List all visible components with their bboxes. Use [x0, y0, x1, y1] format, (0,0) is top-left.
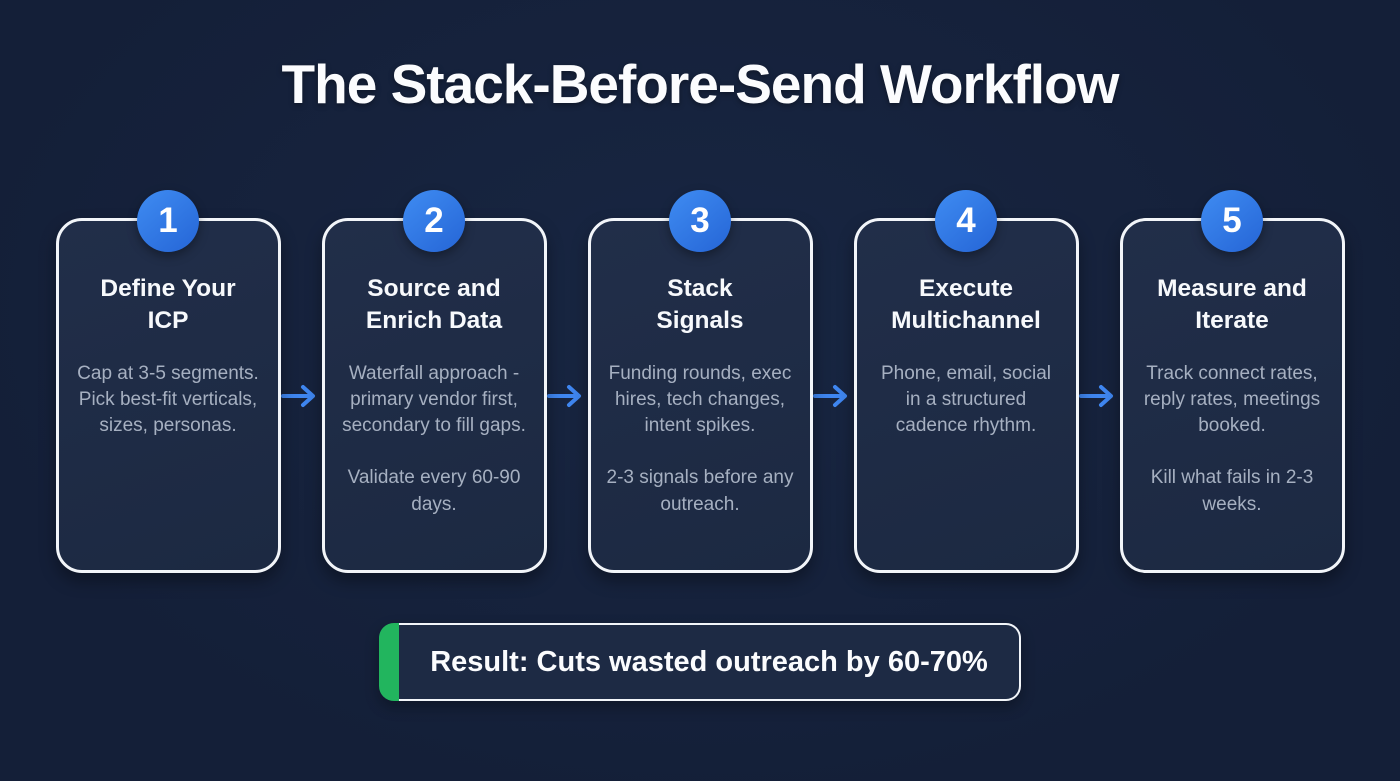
step-number-badge: 4	[935, 190, 997, 252]
step-title: Stack Signals	[656, 275, 744, 334]
step-description: Kill what fails in 2-3 weeks.	[1150, 467, 1314, 515]
arrow-cell	[1079, 383, 1120, 409]
step-card-4: 4 Execute Multichannel Phone, email, soc…	[853, 190, 1079, 573]
result-banner: Result: Cuts wasted outreach by 60-70%	[379, 623, 1021, 701]
workflow-steps-row: 1 Define Your ICP Cap at 3-5 segments. P…	[0, 190, 1400, 573]
step-description: Waterfall approach - primary vendor firs…	[342, 362, 526, 437]
step-card-3: 3 Stack Signals Funding rounds, exec hir…	[587, 190, 813, 573]
step-number-badge: 2	[403, 190, 465, 252]
step-title: Measure and Iterate	[1157, 275, 1307, 334]
step-description: Track connect rates, reply rates, meetin…	[1143, 362, 1321, 437]
workflow-diagram: The Stack-Before-Send Workflow 1 Define …	[0, 53, 1400, 701]
arrow-right-icon	[813, 384, 847, 407]
step-description: Validate every 60-90 days.	[347, 467, 521, 515]
step-number-badge: 5	[1201, 190, 1263, 252]
arrow-right-icon	[281, 384, 315, 407]
result-accent-bar	[379, 623, 399, 701]
step-card-1: 1 Define Your ICP Cap at 3-5 segments. P…	[55, 190, 281, 573]
page-title: The Stack-Before-Send Workflow	[281, 53, 1120, 115]
arrow-right-icon	[547, 384, 581, 407]
arrow-right-icon	[1079, 384, 1113, 407]
step-title: Define Your ICP	[100, 275, 236, 334]
arrow-cell	[813, 383, 854, 409]
step-title: Source and Enrich Data	[365, 275, 503, 334]
step-title: Execute Multichannel	[891, 275, 1041, 334]
step-number-badge: 3	[669, 190, 731, 252]
arrow-cell	[281, 383, 322, 409]
arrow-cell	[547, 383, 588, 409]
step-card-2: 2 Source and Enrich Data Waterfall appro…	[321, 190, 547, 573]
result-label: Result: Cuts wasted outreach by 60-70%	[399, 623, 1021, 701]
step-number-badge: 1	[137, 190, 199, 252]
step-description: Phone, email, social in a structured cad…	[880, 362, 1052, 437]
step-card-5: 5 Measure and Iterate Track connect rate…	[1119, 190, 1345, 573]
step-description: 2-3 signals before any outreach.	[606, 467, 794, 515]
step-description: Cap at 3-5 segments. Pick best-fit verti…	[77, 362, 259, 437]
step-description: Funding rounds, exec hires, tech changes…	[608, 362, 792, 437]
